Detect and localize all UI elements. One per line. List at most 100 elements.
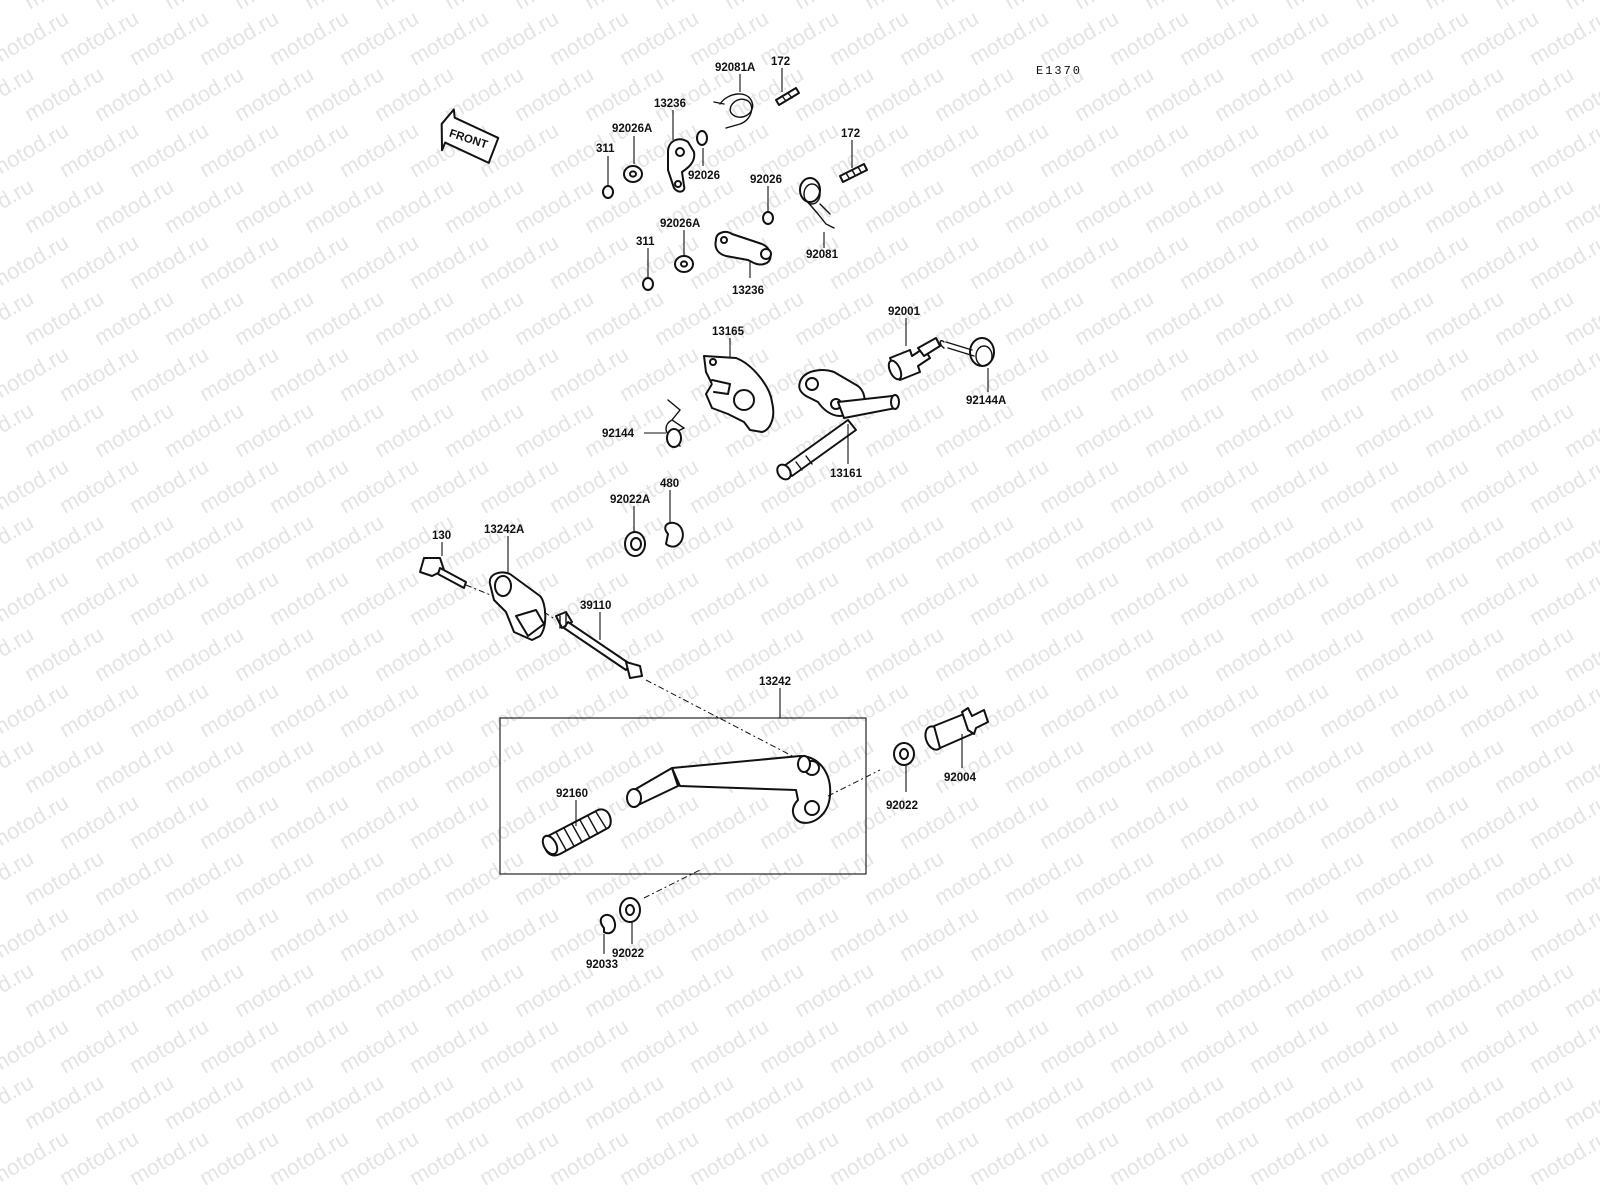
watermark-text: motod.ru xyxy=(790,845,878,910)
watermark-text: motod.ru xyxy=(1280,61,1368,126)
watermark-text: motod.ru xyxy=(755,901,843,966)
watermark-text: motod.ru xyxy=(160,509,248,574)
watermark-text: motod.ru xyxy=(405,229,493,294)
watermark-text: motod.ru xyxy=(1385,5,1473,70)
label-13242A: 13242A xyxy=(484,524,524,536)
watermark-text: motod.ru xyxy=(1455,341,1543,406)
watermark-text: motod.ru xyxy=(1035,565,1123,630)
watermark-text: motod.ru xyxy=(1420,509,1508,574)
watermark-text: motod.ru xyxy=(475,1013,563,1078)
watermark-text: motod.ru xyxy=(860,957,948,1022)
watermark-text: motod.ru xyxy=(440,957,528,1022)
watermark-text: motod.ru xyxy=(1000,509,1088,574)
watermark-text: motod.ru xyxy=(965,565,1053,630)
watermark-text: motod.ru xyxy=(300,397,388,462)
watermark-text: motod.ru xyxy=(1175,5,1263,70)
watermark-text: motod.ru xyxy=(1455,1013,1543,1078)
watermark-text: motod.ru xyxy=(1175,1013,1263,1078)
watermark-text: motod.ru xyxy=(1140,957,1228,1022)
watermark-text: motod.ru xyxy=(1035,453,1123,518)
watermark-text: motod.ru xyxy=(1210,509,1298,574)
watermark-text: motod.ru xyxy=(1385,565,1473,630)
nut-311-upper xyxy=(602,185,614,199)
watermark-text: motod.ru xyxy=(370,621,458,686)
watermark-text: motod.ru xyxy=(1140,397,1228,462)
watermark-text: motod.ru xyxy=(895,229,983,294)
watermark-text: motod.ru xyxy=(1140,845,1228,910)
watermark-text: motod.ru xyxy=(1420,173,1508,238)
watermark-text: motod.ru xyxy=(1140,173,1228,238)
watermark-text: motod.ru xyxy=(195,453,283,518)
watermark-text: motod.ru xyxy=(860,61,948,126)
watermark-text: motod.ru xyxy=(230,397,318,462)
watermark-text: motod.ru xyxy=(265,789,353,854)
watermark-text: motod.ru xyxy=(930,61,1018,126)
watermark-text: motod.ru xyxy=(1105,453,1193,518)
label-13161: 13161 xyxy=(830,468,863,480)
watermark-text: motod.ru xyxy=(230,285,318,350)
watermark-text: motod.ru xyxy=(1455,789,1543,854)
watermark-text: motod.ru xyxy=(90,957,178,1022)
rubber-92160 xyxy=(541,808,612,857)
bolt-130 xyxy=(419,557,467,589)
watermark-text: motod.ru xyxy=(1035,117,1123,182)
shaft-92004 xyxy=(924,707,989,751)
watermark-text: motod.ru xyxy=(1035,1125,1123,1190)
watermark-text: motod.ru xyxy=(55,677,143,742)
watermark-text: motod.ru xyxy=(125,5,213,70)
watermark-text: motod.ru xyxy=(755,565,843,630)
watermark-text: motod.ru xyxy=(230,1069,318,1134)
watermark-text: motod.ru xyxy=(1210,957,1298,1022)
watermark-text: motod.ru xyxy=(1525,901,1600,966)
watermark-text: motod.ru xyxy=(300,173,388,238)
watermark-text: motod.ru xyxy=(1140,509,1228,574)
watermark-text: motod.ru xyxy=(1525,229,1600,294)
watermark-text: motod.ru xyxy=(580,173,668,238)
watermark-text: motod.ru xyxy=(370,733,458,798)
watermark-text: motod.ru xyxy=(1000,957,1088,1022)
watermark-text: motod.ru xyxy=(545,229,633,294)
label-130: 130 xyxy=(432,530,451,542)
watermark-text: motod.ru xyxy=(335,453,423,518)
watermark-text: motod.ru xyxy=(1070,285,1158,350)
watermark-text: motod.ru xyxy=(825,229,913,294)
watermark-text: motod.ru xyxy=(650,509,738,574)
watermark-text: motod.ru xyxy=(790,957,878,1022)
watermark-text: motod.ru xyxy=(510,173,598,238)
watermark-text: motod.ru xyxy=(1315,453,1403,518)
label-92004: 92004 xyxy=(944,772,977,784)
watermark-text: motod.ru xyxy=(1210,621,1298,686)
watermark-text: motod.ru xyxy=(825,5,913,70)
watermark-text: motod.ru xyxy=(300,509,388,574)
label-92001: 92001 xyxy=(888,306,921,318)
watermark-text: motod.ru xyxy=(1420,957,1508,1022)
watermark-text: motod.ru xyxy=(1280,957,1368,1022)
label-92022-lower: 92022 xyxy=(612,948,644,960)
watermark-text: motod.ru xyxy=(300,285,388,350)
watermark-text: motod.ru xyxy=(160,957,248,1022)
watermark-text: motod.ru xyxy=(965,229,1053,294)
watermark-text: motod.ru xyxy=(1280,845,1368,910)
watermark-text: motod.ru xyxy=(90,397,178,462)
watermark-text: motod.ru xyxy=(1175,453,1263,518)
watermark-text: motod.ru xyxy=(1070,621,1158,686)
watermark-text: motod.ru xyxy=(1385,453,1473,518)
watermark-text: motod.ru xyxy=(1315,5,1403,70)
watermark-text: motod.ru xyxy=(1350,957,1438,1022)
watermark-text: motod.ru xyxy=(475,5,563,70)
watermark-text: motod.ru xyxy=(1000,397,1088,462)
watermark-text: motod.ru xyxy=(650,621,738,686)
watermark-text: motod.ru xyxy=(1070,1069,1158,1134)
watermark-text: motod.ru xyxy=(55,5,143,70)
watermark-text: motod.ru xyxy=(90,509,178,574)
watermark-text: motod.ru xyxy=(20,1069,108,1134)
watermark-text: motod.ru xyxy=(1315,341,1403,406)
watermark-text: motod.ru xyxy=(965,1125,1053,1190)
watermark-text: motod.ru xyxy=(405,5,493,70)
watermark-text: motod.ru xyxy=(475,453,563,518)
watermark-text: motod.ru xyxy=(160,173,248,238)
spring-92144A xyxy=(939,337,995,367)
watermark-text: motod.ru xyxy=(930,957,1018,1022)
watermark-text: motod.ru xyxy=(685,453,773,518)
watermark-text: motod.ru xyxy=(1000,733,1088,798)
